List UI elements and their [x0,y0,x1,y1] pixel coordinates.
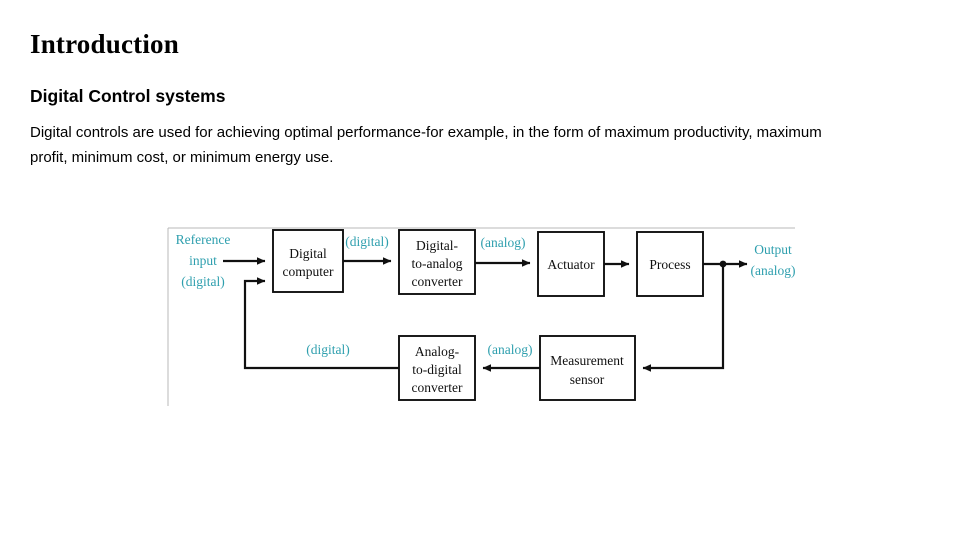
block-digital-computer-label-line2: computer [283,264,334,279]
label-reference-input-line2: input [189,253,217,268]
body-paragraph: Digital controls are used for achieving … [30,124,822,166]
block-digital-to-analog-converter: Digital- to-analog converter [398,229,476,295]
arrow-adc-to-computer [243,277,399,370]
label-reference-input: Reference input (digital) [176,232,231,289]
block-adc-label-line1: Analog- [415,344,460,359]
block-sensor-label-line2: sensor [570,372,605,387]
label-output: Output (analog) [751,242,796,278]
arrow-output-to-sensor [642,264,725,372]
block-digital-computer-label-line1: Digital [289,246,327,261]
label-feedback-analog: (analog) [488,342,533,357]
block-dac-label-line1: Digital- [416,238,458,253]
block-dac-label-line2: to-analog [412,256,463,271]
label-signal-analog-dac-out: (analog) [481,235,526,250]
block-analog-to-digital-converter: Analog- to-digital converter [398,335,476,401]
block-adc-label-line3: converter [412,380,463,395]
block-measurement-sensor: Measurement sensor [539,335,636,401]
block-digital-computer: Digital computer [272,229,344,293]
label-feedback-digital: (digital) [306,342,350,357]
label-reference-input-line3: (digital) [181,274,225,289]
section-subheading: Digital Control systems [30,86,226,106]
label-signal-digital-computer-out: (digital) [345,234,389,249]
block-process: Process [636,231,704,297]
label-output-line1: Output [754,242,792,257]
block-sensor-label-line1: Measurement [550,353,624,368]
label-reference-input-line1: Reference [176,232,231,247]
block-dac-label-line3: converter [412,274,463,289]
block-diagram-figure: Digital computer Digital- to-analog conv… [165,212,810,412]
label-output-line2: (analog) [751,263,796,278]
block-adc-label-line2: to-digital [412,362,462,377]
page-title: Introduction [30,29,179,59]
block-actuator: Actuator [537,231,605,297]
block-actuator-label: Actuator [547,257,595,272]
block-process-label: Process [649,257,690,272]
